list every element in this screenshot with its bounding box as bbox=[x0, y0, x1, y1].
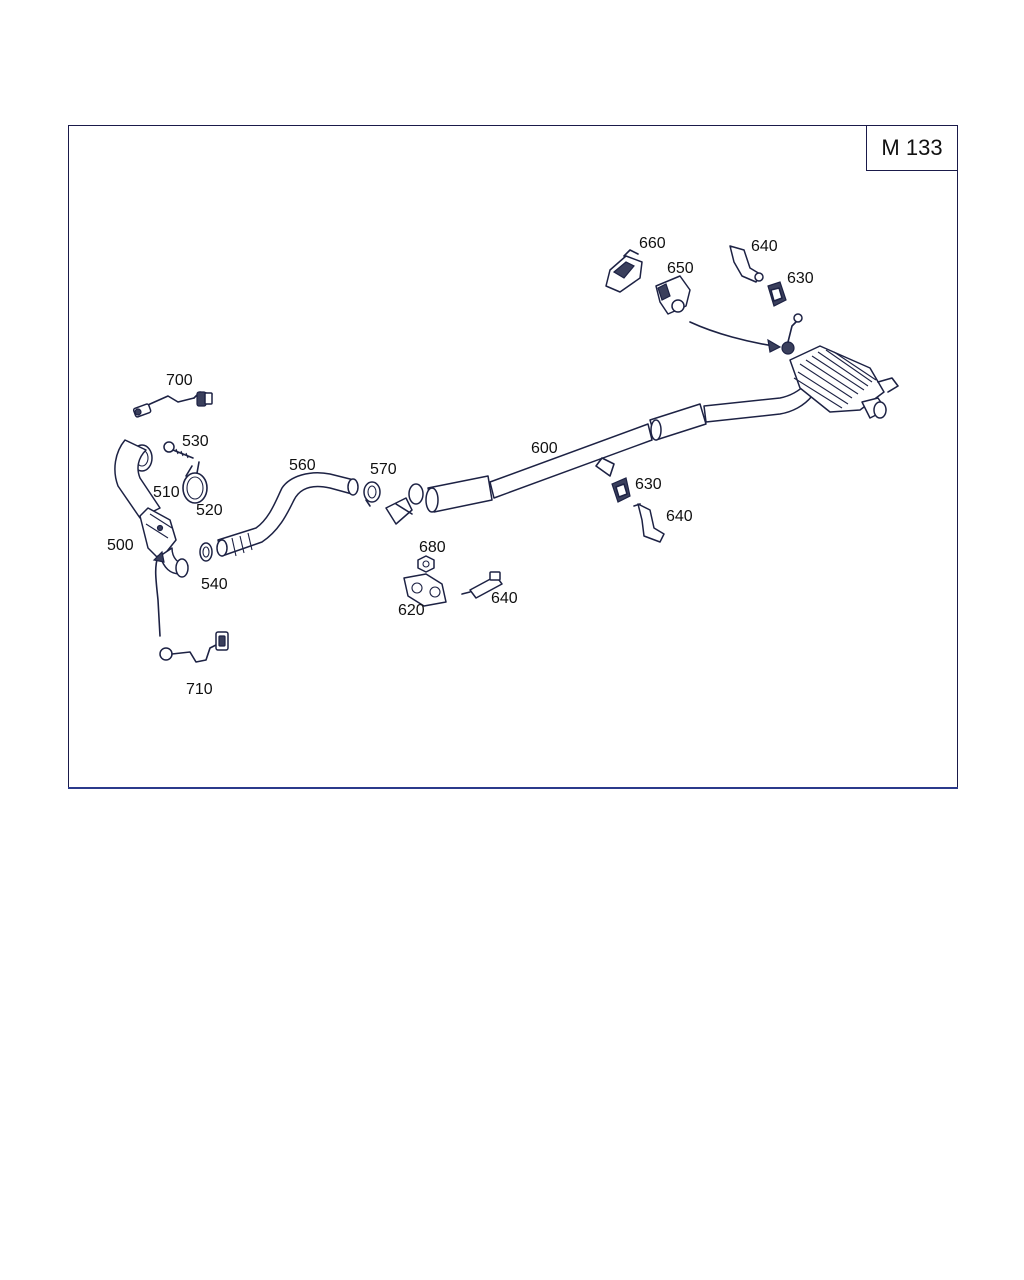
label-630-lower: 630 bbox=[635, 476, 662, 493]
label-660: 660 bbox=[639, 235, 666, 252]
part-640-lower-bracket[interactable] bbox=[633, 503, 665, 543]
rear-silencer[interactable] bbox=[781, 313, 899, 419]
label-680: 680 bbox=[419, 539, 446, 556]
part-630-upper-rubber-hanger[interactable] bbox=[767, 281, 787, 307]
part-710-oxygen-sensor[interactable] bbox=[152, 550, 229, 663]
label-710: 710 bbox=[186, 681, 213, 698]
label-500: 500 bbox=[107, 537, 134, 554]
label-700: 700 bbox=[166, 372, 193, 389]
frame-bottom-rule bbox=[68, 787, 958, 789]
assembly-arrow bbox=[689, 321, 782, 353]
label-530: 530 bbox=[182, 433, 209, 450]
label-600: 600 bbox=[531, 440, 558, 457]
label-630-upper: 630 bbox=[787, 270, 814, 287]
label-640-middle: 640 bbox=[491, 590, 518, 607]
part-650-exhaust-flap-actuator[interactable] bbox=[655, 275, 691, 315]
label-570: 570 bbox=[370, 461, 397, 478]
label-520: 520 bbox=[196, 502, 223, 519]
part-500-catalytic-converter[interactable] bbox=[114, 439, 189, 578]
label-620: 620 bbox=[398, 602, 425, 619]
part-640-middle-bolt[interactable] bbox=[461, 571, 503, 599]
part-530-bolt[interactable] bbox=[163, 441, 194, 459]
label-540: 540 bbox=[201, 576, 228, 593]
part-620-mounting-plate[interactable] bbox=[403, 573, 447, 607]
label-650: 650 bbox=[667, 260, 694, 277]
part-540-clamp[interactable] bbox=[199, 542, 213, 562]
label-510: 510 bbox=[153, 484, 180, 501]
part-600-middle-silencer[interactable] bbox=[385, 383, 813, 525]
part-640-upper-bracket[interactable] bbox=[729, 245, 764, 283]
part-560-front-pipe[interactable] bbox=[216, 472, 359, 557]
part-520-clamp[interactable] bbox=[182, 461, 208, 504]
label-640-upper: 640 bbox=[751, 238, 778, 255]
diagram-code: M 133 bbox=[881, 135, 943, 160]
label-640-lower: 640 bbox=[666, 508, 693, 525]
part-630-lower-rubber-hanger[interactable] bbox=[611, 477, 631, 503]
part-700-oxygen-sensor[interactable] bbox=[132, 391, 213, 418]
diagram-code-box: M 133 bbox=[866, 126, 957, 171]
part-680-nut[interactable] bbox=[417, 555, 435, 573]
label-560: 560 bbox=[289, 457, 316, 474]
part-570-clamp[interactable] bbox=[363, 481, 381, 507]
part-660-actuator-unit[interactable] bbox=[605, 249, 643, 293]
